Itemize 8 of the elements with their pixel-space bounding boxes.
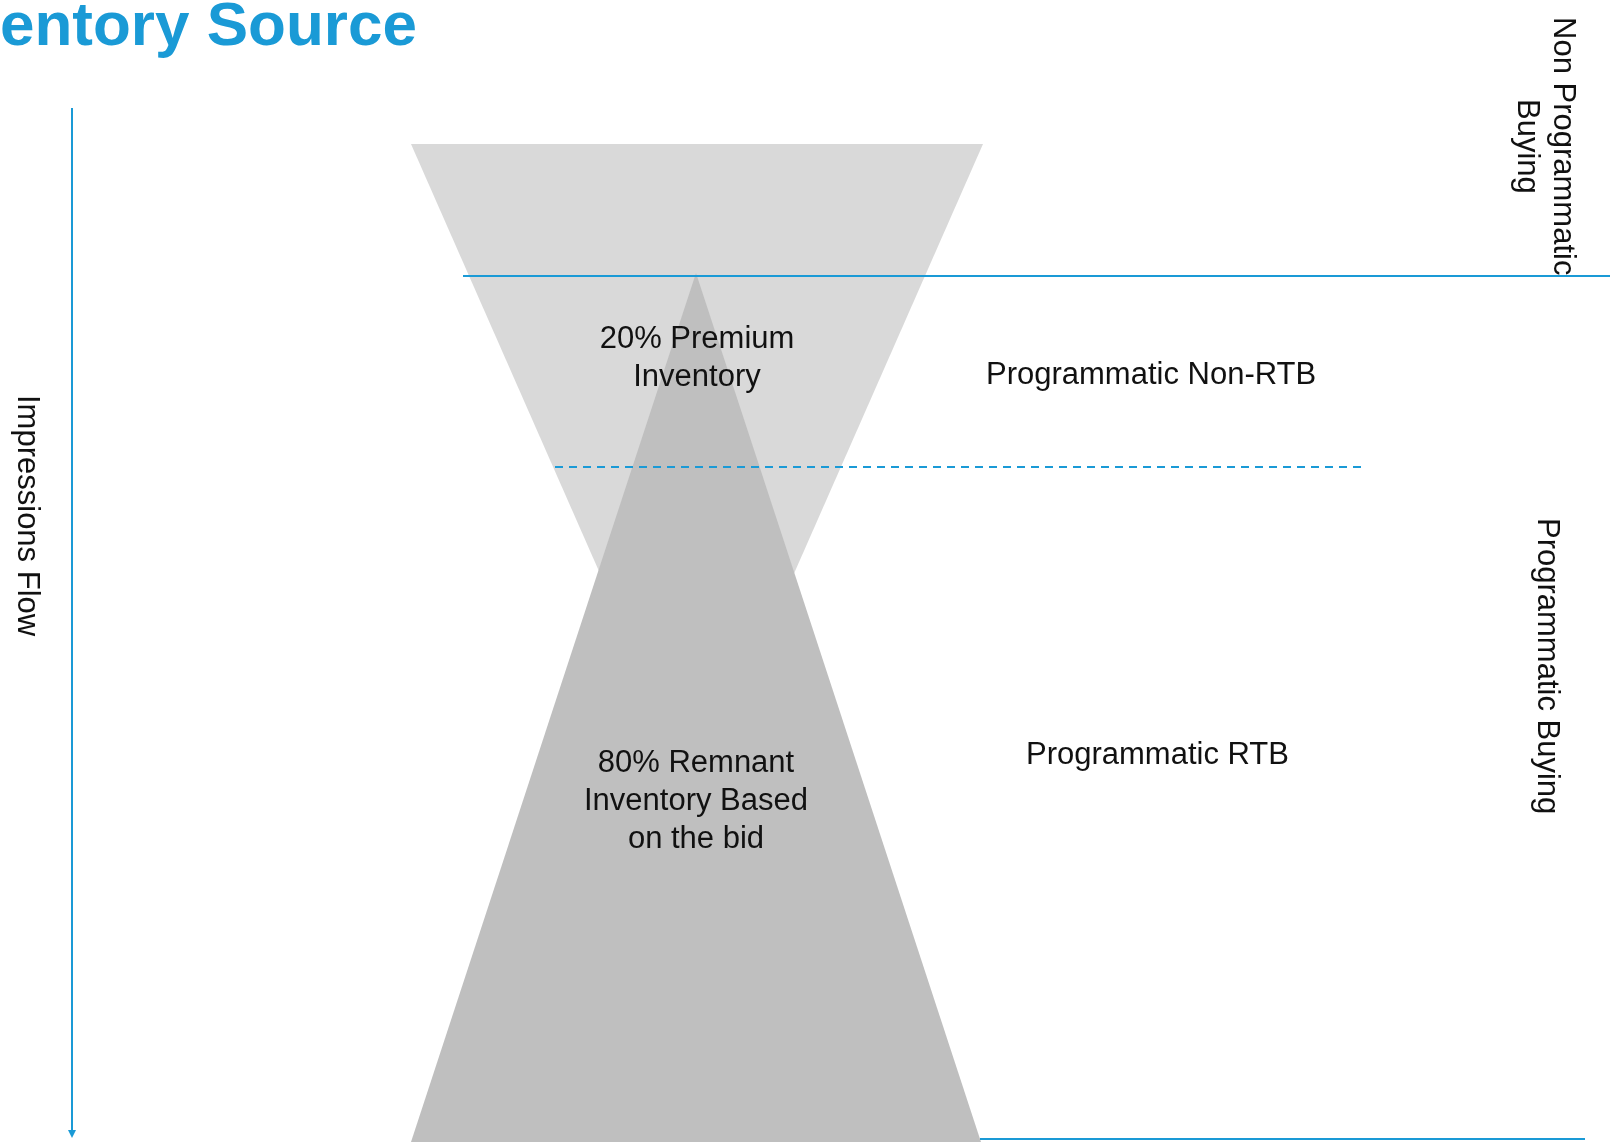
- title: entory Source: [0, 0, 417, 59]
- band-label: Non Programmatic Buying: [1510, 15, 1582, 278]
- zone-label: Programmatic Non-RTB: [986, 356, 1317, 392]
- axis-label: Impressions Flow: [10, 395, 46, 637]
- band-label: Programmatic Buying: [1530, 518, 1566, 815]
- shape-label: 80% Remnant Inventory Based on the bid: [583, 743, 809, 857]
- zone-label: Programmatic RTB: [1026, 736, 1289, 772]
- shape-label: 20% Premium Inventory: [598, 319, 796, 395]
